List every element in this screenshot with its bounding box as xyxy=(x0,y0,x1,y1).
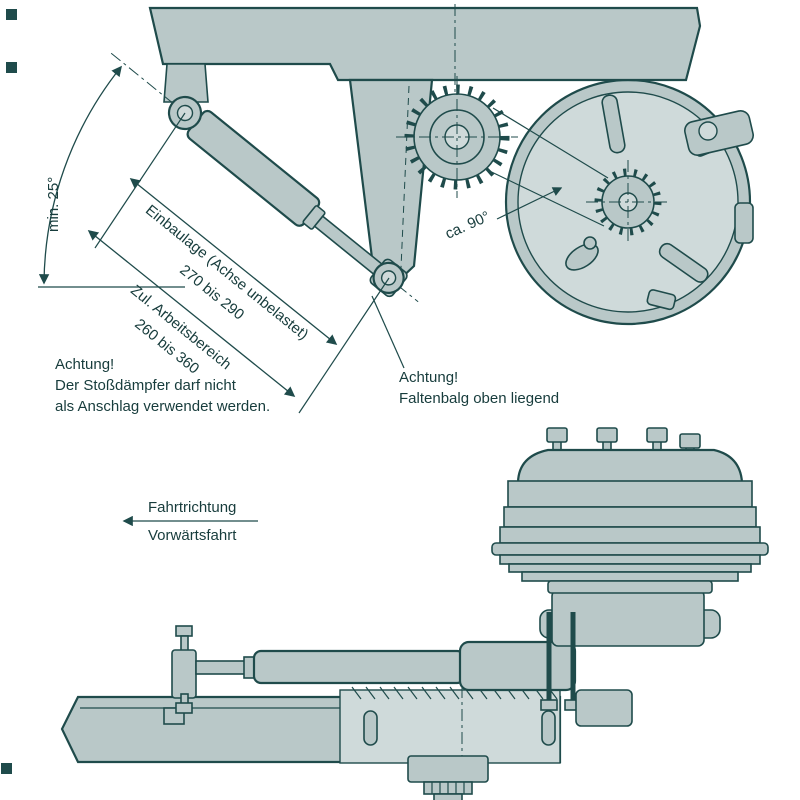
brake-drum xyxy=(476,78,754,326)
lower-bracket xyxy=(575,689,633,727)
warning-bellows-text: Achtung! Faltenbalg oben liegend xyxy=(399,369,559,407)
lower-shock-absorber xyxy=(171,625,466,714)
direction-line2: Vorwärtsfahrt xyxy=(148,527,237,544)
top-view: min. 25° Einbaulage (Achse unbelastet) 2… xyxy=(38,4,754,415)
angle-90-label: ca. 90° xyxy=(443,208,493,243)
adjuster-gear xyxy=(396,76,518,198)
mount-nut-top xyxy=(175,625,193,637)
registration-marks xyxy=(1,9,17,774)
warning-shock-line2: Der Stoßdämpfer darf nicht xyxy=(55,377,237,394)
channel-hatch xyxy=(351,686,558,700)
channel-slot xyxy=(363,710,378,746)
drum-belt-lines xyxy=(476,107,609,227)
angle-min-label: min. 25° xyxy=(45,177,62,232)
bottom-fitting xyxy=(407,686,489,800)
shock-rod xyxy=(195,660,251,675)
shock-body xyxy=(252,649,466,685)
mounting-channel xyxy=(339,686,561,764)
backing-plate xyxy=(547,580,713,594)
shock-body xyxy=(186,109,321,227)
direction-label: Fahrtrichtung Vorwärtsfahrt xyxy=(122,499,258,544)
fitting-teeth xyxy=(431,782,465,794)
witness-line-lower xyxy=(298,277,390,414)
chassis-frame xyxy=(148,6,702,82)
u-bolt xyxy=(546,612,576,702)
warning-shock-text: Achtung! Der Stoßdämpfer darf nicht als … xyxy=(55,356,270,415)
dome-flange xyxy=(491,542,769,556)
registration-mark xyxy=(1,763,12,774)
bottom-view: Fahrtrichtung Vorwärtsfahrt xyxy=(60,427,769,800)
warning-shock-line1: Achtung! xyxy=(55,356,114,373)
registration-mark xyxy=(6,62,17,73)
dome-cap xyxy=(516,448,744,484)
direction-line1: Fahrtrichtung xyxy=(148,499,236,516)
drum-side-bracket xyxy=(684,110,754,244)
hub-gear xyxy=(586,160,670,244)
brake-drum-side xyxy=(491,427,769,594)
fitting-body xyxy=(407,755,489,783)
brake-lever xyxy=(565,236,599,271)
u-bolt-nut xyxy=(540,699,558,711)
registration-mark xyxy=(6,9,17,20)
bellows-leader-line xyxy=(371,295,405,369)
angle-90-arrow xyxy=(496,187,563,220)
pivot-bracket xyxy=(163,63,209,103)
angle-dimension: min. 25° xyxy=(38,65,185,288)
drum-slots xyxy=(601,94,709,283)
arm-housing xyxy=(458,640,577,692)
channel-slot xyxy=(541,710,556,746)
warning-bellows-line2: Faltenbalg oben liegend xyxy=(399,390,559,407)
warning-shock-line3: als Anschlag verwendet werden. xyxy=(55,398,270,415)
shock-mount-plate xyxy=(171,649,197,699)
working-range-dim-line xyxy=(87,230,296,397)
angle-arc xyxy=(38,65,122,285)
mount-nut-bottom xyxy=(175,702,193,714)
warning-bellows-line1: Achtung! xyxy=(399,369,458,386)
